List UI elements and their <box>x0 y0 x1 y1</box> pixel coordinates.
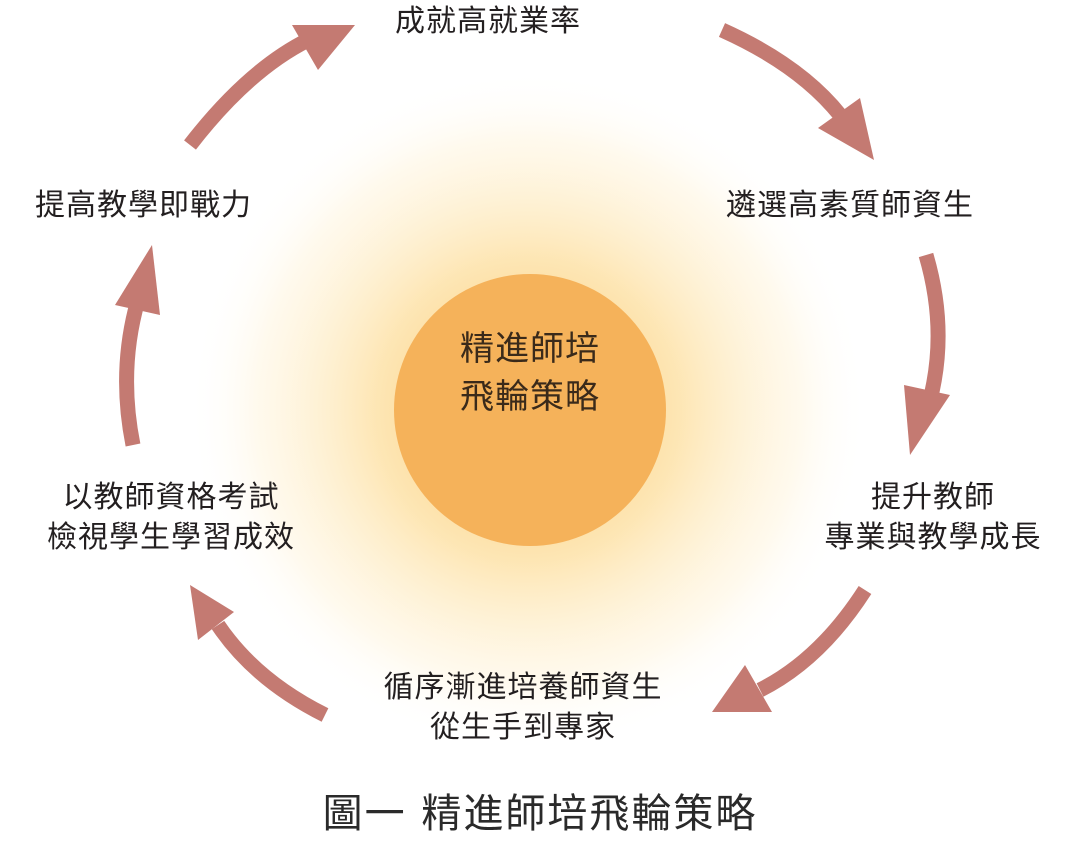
node-top: 成就高就業率 <box>395 2 581 42</box>
center-label-line2: 飛輪策略 <box>460 377 600 417</box>
node-bottom: 循序漸進培養師資生 從生手到專家 <box>338 668 708 748</box>
cycle-arrows <box>115 23 950 722</box>
node-bottom-line1: 循序漸進培養師資生 <box>383 670 663 705</box>
node-right-upper-text: 遴選高素質師資生 <box>726 188 974 223</box>
center-label: 精進師培 飛輪策略 <box>394 325 666 421</box>
node-left-lower-line1: 以教師資格考試 <box>62 480 280 515</box>
node-right-upper: 遴選高素質師資生 <box>726 186 974 226</box>
node-right-lower: 提升教師 專業與教學成長 <box>788 478 1078 558</box>
center-label-line1: 精進師培 <box>460 329 600 369</box>
node-top-text: 成就高就業率 <box>395 4 581 39</box>
node-right-lower-line1: 提升教師 <box>871 480 995 515</box>
figure-caption: 圖一 精進師培飛輪策略 <box>322 791 758 837</box>
node-right-lower-line2: 專業與教學成長 <box>824 520 1042 555</box>
arrow-left-upper-to-top <box>184 25 355 150</box>
node-left-lower: 以教師資格考試 檢視學生學習成效 <box>6 478 336 558</box>
arrow-right-lower-to-bottom <box>712 585 872 712</box>
node-left-upper-text: 提高教學即戰力 <box>35 188 252 223</box>
arrow-top-to-right <box>718 23 874 160</box>
arrow-right-down <box>904 252 950 455</box>
node-left-lower-line2: 檢視學生學習成效 <box>47 520 295 555</box>
node-bottom-line2: 從生手到專家 <box>430 710 616 745</box>
node-left-upper: 提高教學即戰力 <box>35 186 252 226</box>
center-circle <box>394 274 666 546</box>
arrow-left-up <box>115 245 160 447</box>
arrow-bottom-to-left <box>190 585 329 722</box>
